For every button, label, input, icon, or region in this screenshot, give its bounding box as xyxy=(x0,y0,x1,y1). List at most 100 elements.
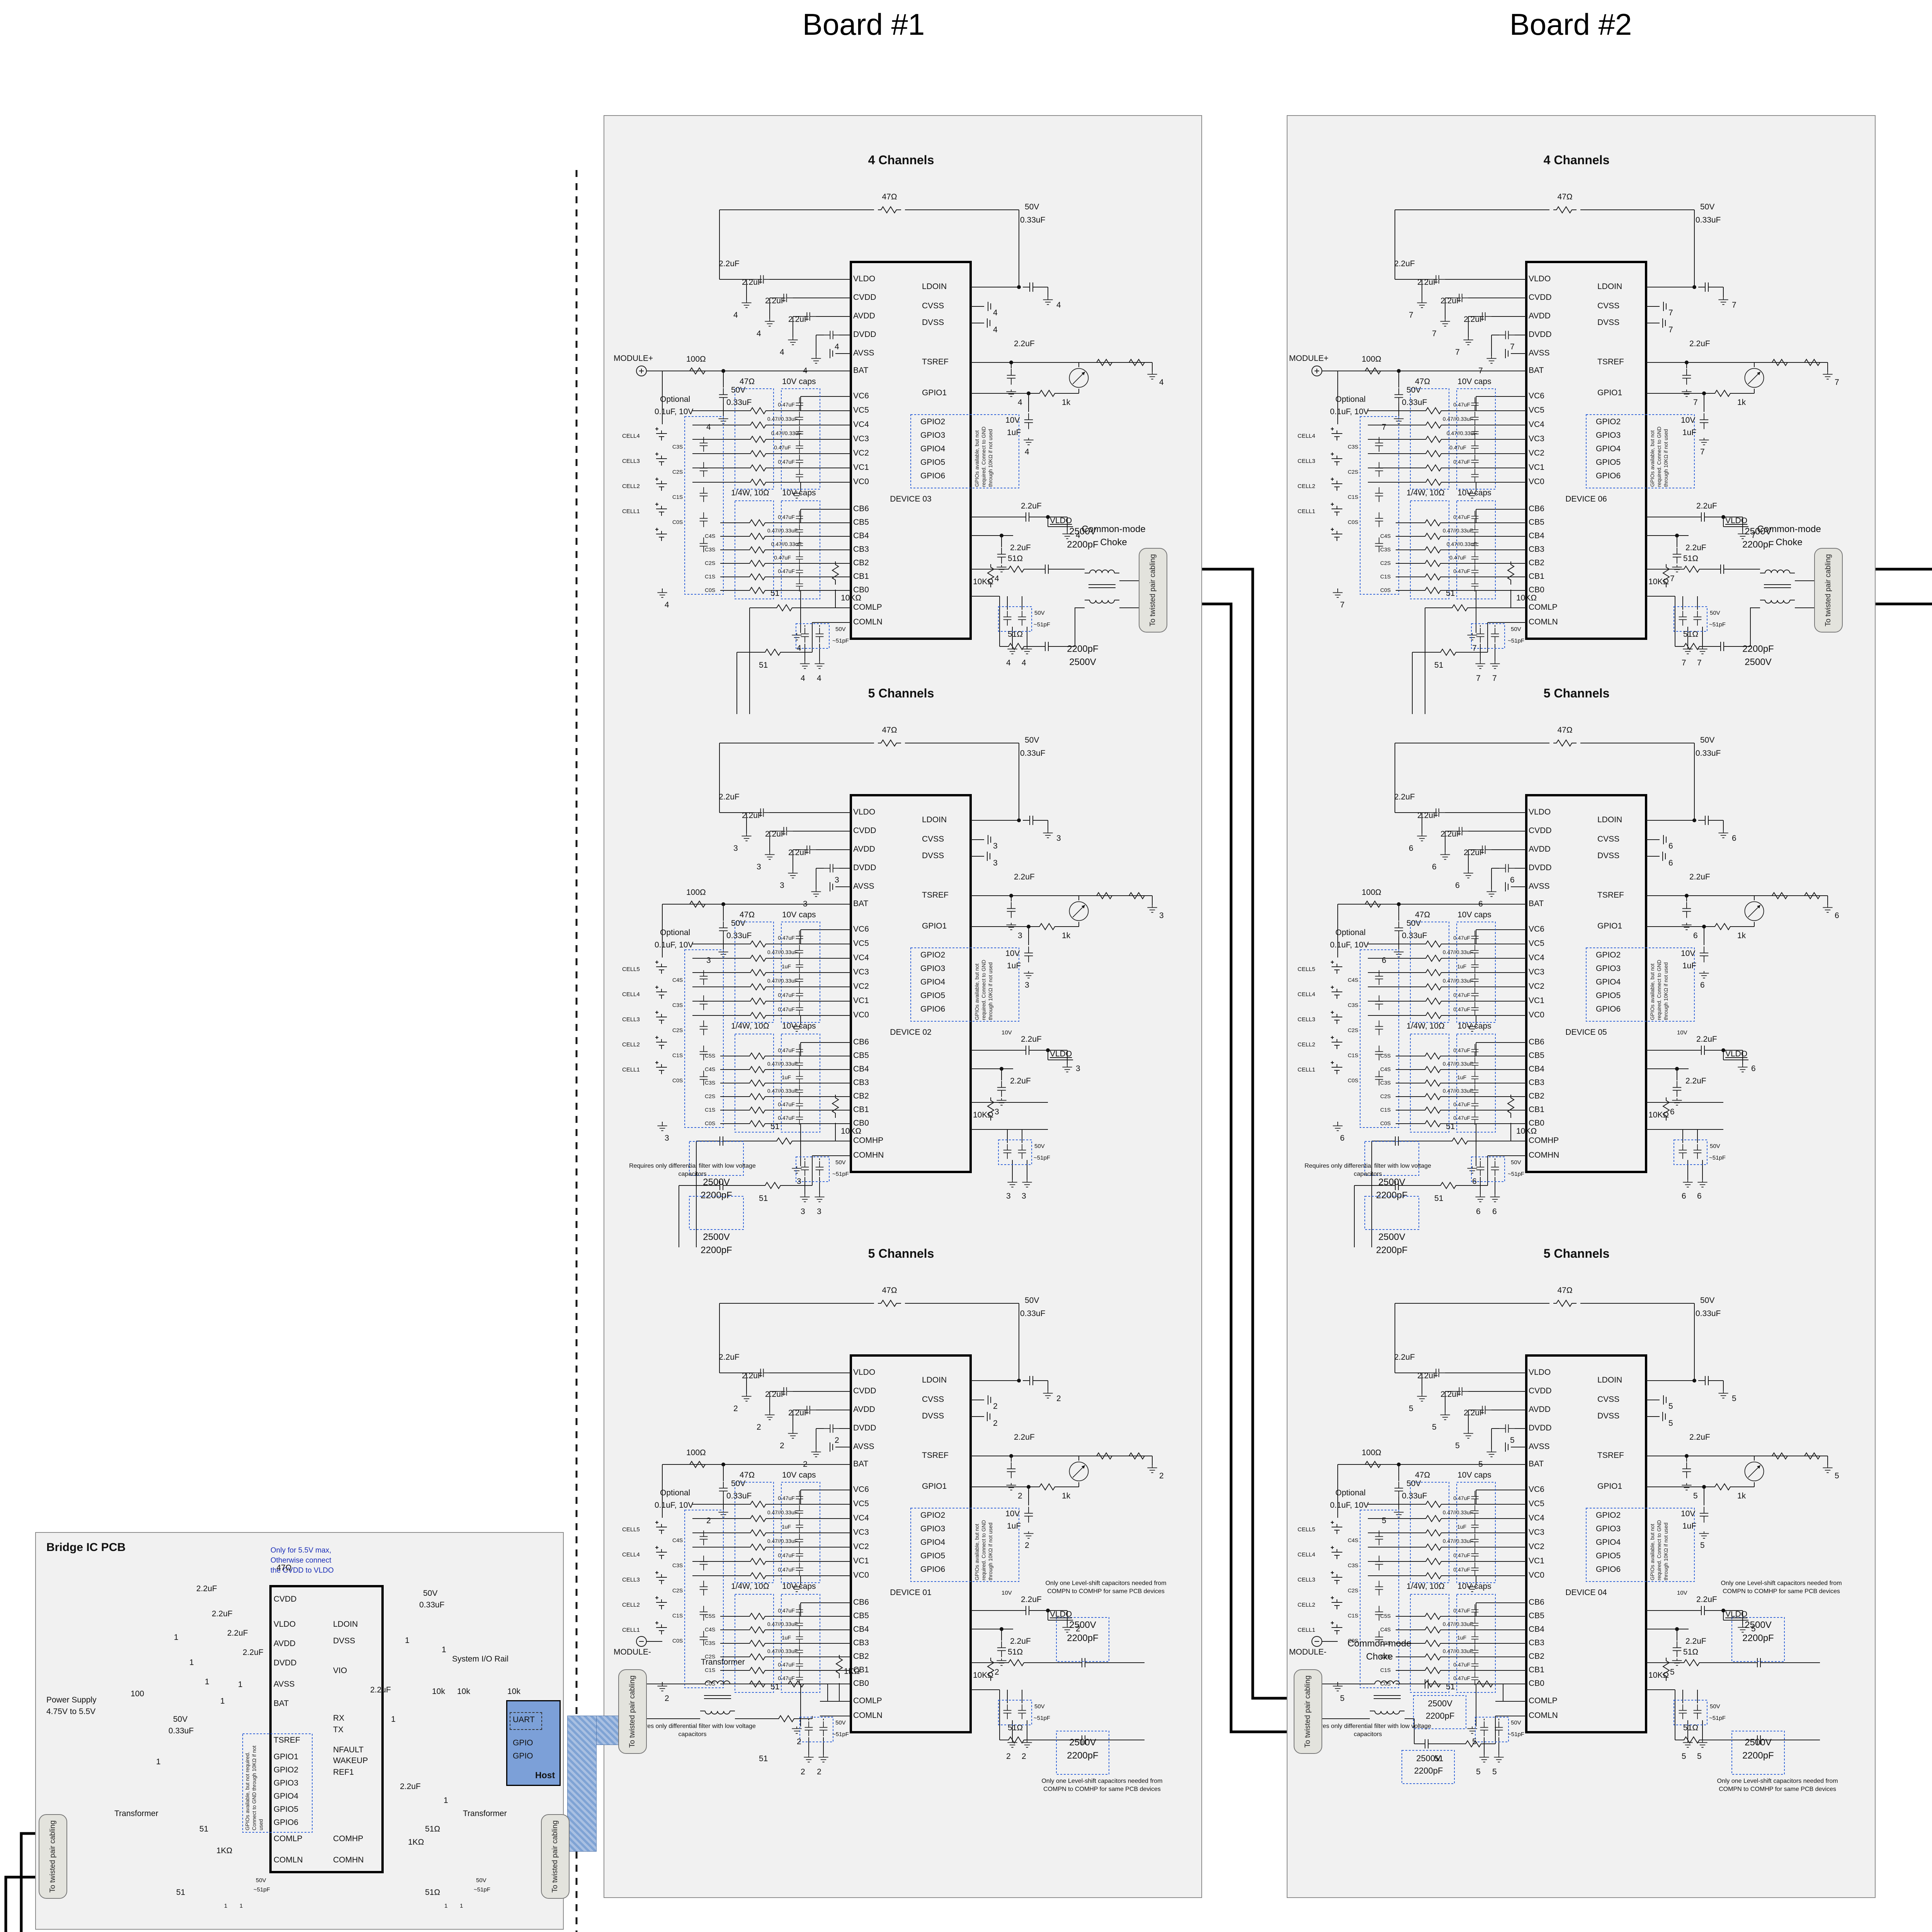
gnd-ref: 1 xyxy=(240,1903,243,1909)
cb-net-label: C0S xyxy=(705,1680,716,1687)
vc-filter-res-label: 47Ω xyxy=(740,1471,755,1480)
bridge-ic-body xyxy=(269,1585,384,1873)
ic-pin: VLDO xyxy=(853,1368,876,1377)
ic-pin: DVDD xyxy=(853,863,876,872)
cell-tap-label: C3S xyxy=(672,444,683,450)
cell-tap-label: C2S xyxy=(672,469,683,475)
diff-filter-note: Requires only differential filter with l… xyxy=(1304,1163,1431,1177)
host-gpio-label: GPIO xyxy=(513,1752,533,1760)
vldo-cap: 2.2uF xyxy=(719,259,740,268)
vc-cap-value: 0.47uF xyxy=(778,1006,795,1012)
ic-pin: BAT xyxy=(853,899,869,908)
gnd-ref: 5 xyxy=(1668,1402,1673,1411)
comh-10k: 10KΩ xyxy=(973,577,994,586)
bridge-lv2: ~51pF xyxy=(253,1886,270,1893)
vio-cap: 2.2uF xyxy=(1010,1077,1031,1085)
vc-cap-value: 0.47uF xyxy=(1453,401,1470,408)
gnd-ref: 6 xyxy=(1682,1192,1686,1201)
gnd-ref: 7 xyxy=(1478,366,1483,375)
cvdd-cap: 2.2uF xyxy=(742,1371,763,1380)
gnd-ref: 4 xyxy=(1076,531,1080,540)
hv-cap: 2500V xyxy=(1069,1737,1096,1748)
ldoin-cap-v: 50V xyxy=(1700,202,1715,211)
ic-pin: AVSS xyxy=(853,882,874,891)
host-gpio-label: GPIO xyxy=(513,1738,533,1747)
level-shift-note-top: Only one Level-shift capacitors needed f… xyxy=(1721,1580,1842,1595)
ic-pin: VC2 xyxy=(853,449,869,457)
cb-cap-value: 1uF xyxy=(1457,1634,1467,1641)
ic-pin: CVDD xyxy=(853,293,876,302)
ic-pin: LDOIN xyxy=(1597,1376,1622,1384)
lv-cap: ~51pF xyxy=(1034,1155,1050,1161)
ic-pin: COMHP xyxy=(853,1136,884,1145)
gnd-ref: 7 xyxy=(1455,348,1460,357)
cb-cap-value: 0.47//0.33uF xyxy=(1446,541,1477,547)
ic-pin: AVSS xyxy=(1529,1442,1550,1451)
gnd-ref: 5 xyxy=(1382,1516,1386,1525)
cb-cap-value: 0.47uF xyxy=(778,1101,795,1107)
transformer-label: Transformer xyxy=(701,1658,745,1667)
ldoin-cap: 0.33uF xyxy=(1696,1309,1721,1318)
gnd-ref: 7 xyxy=(1510,342,1515,351)
cb-net-label: C1S xyxy=(1380,1667,1391,1673)
comh-51: 51Ω xyxy=(1008,1648,1023,1656)
coml-51: 51 xyxy=(770,1122,780,1131)
ic-pin: AVDD xyxy=(853,1405,875,1414)
ic-pin-gpio: GPIO6 xyxy=(1596,471,1621,480)
gnd-ref: 6 xyxy=(1476,1207,1481,1216)
gpio-note: GPIOs available, but not required. Conne… xyxy=(974,959,994,1020)
cb-net-label: C2S xyxy=(705,1093,716,1099)
bat-cap-v: 50V xyxy=(1406,919,1421,928)
ic-pin: CB3 xyxy=(853,1078,869,1087)
comh-10k: 10KΩ xyxy=(1648,1111,1669,1119)
ic-pin: CVSS xyxy=(1597,835,1620,844)
bat-100ohm: 100Ω xyxy=(1362,1448,1381,1457)
bridge-pin: TSREF xyxy=(274,1736,300,1745)
gnd-ref: 4 xyxy=(1159,378,1164,387)
cell-label: CELL1 xyxy=(1298,1627,1315,1633)
lv-cap: ~51pF xyxy=(1034,621,1050,628)
ref1-cap: 2.2uF xyxy=(1021,502,1042,510)
gpio1-cap-v: 10V xyxy=(1681,949,1696,958)
cb-cap-value: 0.47uF xyxy=(1453,514,1470,520)
ref1-cap: 2.2uF xyxy=(1696,1595,1717,1604)
bridge-blue-note-2: Otherwise connect xyxy=(270,1556,332,1565)
ic-pin-gpio: GPIO3 xyxy=(1596,964,1621,973)
bridge-47ohm: 47Ω xyxy=(276,1563,292,1572)
comh-51: 51Ω xyxy=(1683,1723,1699,1732)
gnd-ref: 5 xyxy=(1697,1752,1702,1761)
ic-pin: GPIO1 xyxy=(922,388,947,397)
coml-51: 51 xyxy=(759,661,768,670)
ic-pin: AVSS xyxy=(1529,882,1550,891)
gnd-ref: 3 xyxy=(1025,981,1029,990)
bridge-pin: COMLN xyxy=(274,1855,303,1864)
bridge-cap3: 2.2uF xyxy=(227,1629,248,1638)
avdd-cap: 2.2uF xyxy=(765,296,786,305)
gnd-ref: 5 xyxy=(1510,1436,1515,1445)
ic-pin-gpio: GPIO6 xyxy=(920,471,946,480)
bridge-bat-cap: 0.33uF xyxy=(168,1726,194,1735)
comh-10k: 10KΩ xyxy=(973,1671,994,1680)
cell-tap-label: C2S xyxy=(672,1587,683,1594)
vc-cap-value: 0.47//0.33uF xyxy=(1442,1509,1473,1515)
cb-net-label: C4S xyxy=(705,533,716,539)
loop-47ohm: 47Ω xyxy=(882,726,897,735)
gnd-ref: 5 xyxy=(1472,1737,1477,1746)
ic-pin: COMHP xyxy=(1529,1136,1559,1145)
ic-pin: BAT xyxy=(853,366,869,375)
cell-label: CELL1 xyxy=(622,508,640,515)
cb-res-label: 1/4W, 10Ω xyxy=(1406,1582,1445,1591)
gnd-ref: 4 xyxy=(995,574,999,583)
ic-pin: GPIO1 xyxy=(1597,388,1622,397)
ic-pin-gpio: GPIO6 xyxy=(920,1565,946,1574)
device-group: 5 Channels 47Ω 50V 0.33uF 3 2.2uF 2.2uF … xyxy=(604,679,1199,1255)
cb-net-label: C3S xyxy=(1380,1640,1391,1646)
lv-cap: ~51pF xyxy=(832,1731,849,1738)
gnd-ref: 6 xyxy=(1700,981,1705,990)
hv-cap-v: 2200pF xyxy=(1742,1750,1774,1761)
ic-pin: CB6 xyxy=(853,1598,869,1607)
cb-cap-label: 10V caps xyxy=(782,1582,816,1591)
vc-filter-cap-label: 10V caps xyxy=(1458,377,1492,386)
ic-pin-gpio: GPIO5 xyxy=(920,458,946,467)
cell-label: CELL5 xyxy=(622,966,640,973)
